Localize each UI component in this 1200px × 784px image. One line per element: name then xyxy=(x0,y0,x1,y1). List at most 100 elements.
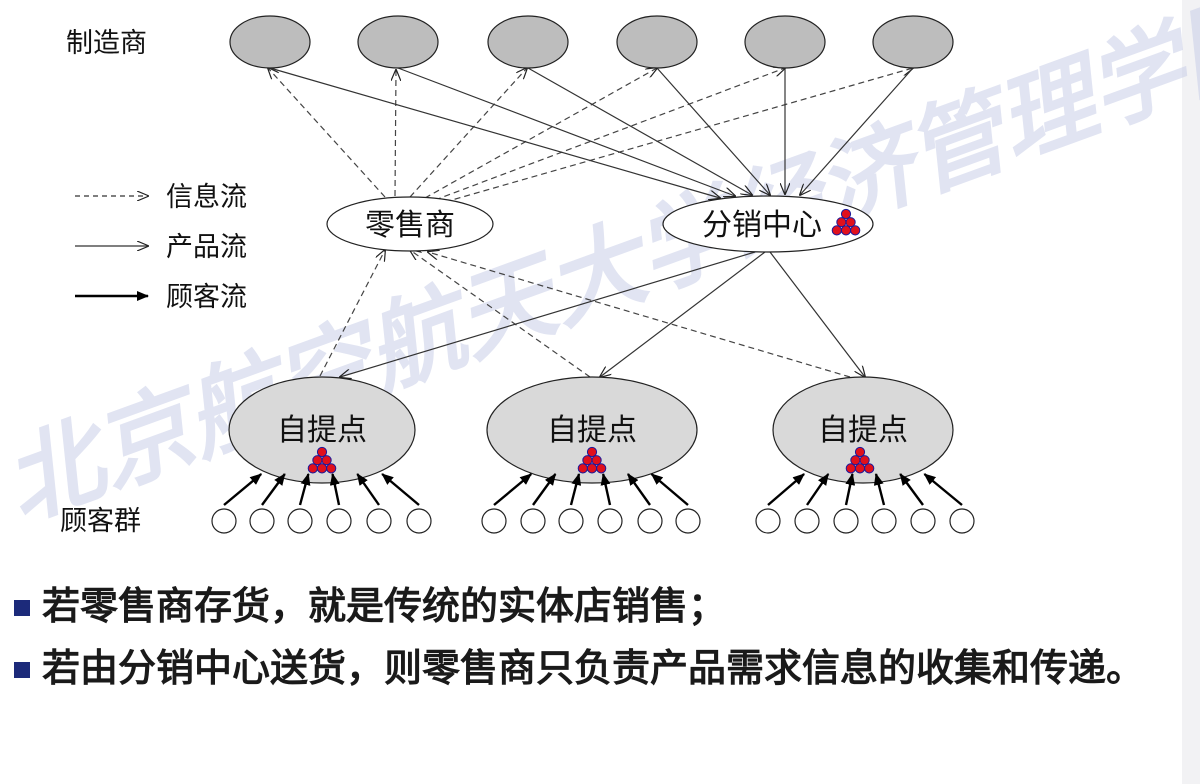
product-arrow-m3-dc xyxy=(527,67,752,195)
customer-flow-arrow xyxy=(298,473,311,506)
info-arrow-retailer-m3 xyxy=(409,68,527,198)
stack-ball xyxy=(582,455,593,466)
pickup-point-ellipse xyxy=(486,376,698,484)
customer-flow-arrow xyxy=(626,473,651,506)
customer-flow-arrow xyxy=(261,473,286,506)
legend: 信息流 产品流 顾客流 xyxy=(75,182,247,313)
customer-flow-arrow xyxy=(532,473,557,506)
stack-ball xyxy=(831,225,842,236)
customer-circle xyxy=(871,508,897,534)
customer-group-row-label: 顾客群 xyxy=(60,506,141,537)
manufacturer-node-4 xyxy=(616,15,698,69)
stack-ball xyxy=(596,463,607,474)
bullet-item: 若由分销中心送货，则零售商只负责产品需求信息的收集和传递。 xyxy=(14,640,1182,696)
inventory-stack-icon xyxy=(307,446,337,474)
manufacturer-row-label: 制造商 xyxy=(66,28,147,59)
info-arrow-p3-retailer xyxy=(428,252,851,378)
customer-flow-arrow xyxy=(806,473,830,506)
stack-ball xyxy=(845,463,856,474)
bullet-text: 若零售商存货，就是传统的实体店销售； xyxy=(42,583,727,628)
stack-ball xyxy=(854,446,866,458)
customer-circle xyxy=(326,508,352,534)
distribution-center-ellipse xyxy=(662,195,874,253)
legend-customer-flow-label: 顾客流 xyxy=(166,282,247,313)
inventory-stack-icon xyxy=(831,208,861,236)
info-arrow-p1-retailer xyxy=(319,250,385,377)
customer-circle xyxy=(794,508,820,534)
stack-ball xyxy=(864,463,875,474)
stack-ball xyxy=(854,463,866,474)
window-edge-strip xyxy=(1182,0,1200,784)
product-arrow-m4-dc xyxy=(656,67,770,195)
pickup-point-ellipse xyxy=(772,376,954,484)
product-arrow-m1-dc xyxy=(269,67,720,198)
customer-flow-arrows xyxy=(223,473,963,506)
customer-circle xyxy=(597,508,623,534)
retailer-ellipse xyxy=(326,196,494,252)
customer-flow-arrow xyxy=(381,473,420,506)
customer-circle xyxy=(910,508,936,534)
customer-circle xyxy=(675,508,701,534)
legend-product-flow-label: 产品流 xyxy=(166,232,247,263)
stack-ball xyxy=(326,463,337,474)
customer-circle xyxy=(520,508,546,534)
customer-flow-arrow xyxy=(356,473,380,506)
customer-flow-arrow xyxy=(873,473,886,506)
legend-info-flow-label: 信息流 xyxy=(166,182,247,213)
info-arrow-p2-retailer xyxy=(410,250,591,378)
manufacturers xyxy=(229,15,954,69)
customer-circle xyxy=(558,508,584,534)
stack-ball xyxy=(845,217,856,228)
stack-ball xyxy=(577,463,588,474)
bullet-square-icon xyxy=(14,662,30,678)
retailer-label: 零售商 xyxy=(365,208,455,243)
customer-flow-arrow xyxy=(329,473,341,506)
product-arrow-m2-dc xyxy=(397,67,735,196)
stack-ball xyxy=(591,455,602,466)
info-arrow-retailer-m1 xyxy=(268,68,386,198)
distribution-center-node: 分销中心 xyxy=(662,195,874,253)
info-arrow-retailer-m2 xyxy=(395,70,396,197)
pickup-point-1: 自提点 xyxy=(228,376,416,484)
info-arrow-retailer-m5 xyxy=(434,68,785,201)
pickup-point-2: 自提点 xyxy=(486,376,698,484)
bullet-square-icon xyxy=(14,600,30,616)
pickup-point-label: 自提点 xyxy=(818,413,908,448)
customer-flow-arrow xyxy=(493,473,533,506)
product-arrow-dc-p1 xyxy=(340,251,756,377)
customer-circle xyxy=(481,508,507,534)
stack-ball xyxy=(840,208,852,220)
bullet-text: 若由分销中心送货，则零售商只负责产品需求信息的收集和传递。 xyxy=(42,645,1145,690)
distribution-center-label: 分销中心 xyxy=(702,208,822,243)
customer-flow-arrow xyxy=(569,473,582,506)
customer-circle xyxy=(833,508,859,534)
pickup-point-label: 自提点 xyxy=(547,413,637,448)
info-arrow-retailer-m6 xyxy=(444,68,913,203)
stack-ball xyxy=(586,463,598,474)
product-arrow-m6-dc xyxy=(800,67,914,195)
manufacturer-node-1 xyxy=(229,15,311,69)
info-arrow-retailer-m4 xyxy=(424,68,657,199)
stack-ball xyxy=(312,455,323,466)
inventory-stack-icon xyxy=(577,446,607,474)
customer-circle xyxy=(366,508,392,534)
customer-flow-arrow xyxy=(844,473,856,506)
customer-circle xyxy=(406,508,432,534)
pickup-point-ellipse xyxy=(228,376,416,484)
pickup-point-label: 自提点 xyxy=(277,413,367,448)
stack-ball xyxy=(316,446,328,458)
customer-flow-arrow xyxy=(650,473,689,506)
customer-group xyxy=(211,508,975,534)
customer-flow-arrow xyxy=(899,473,924,506)
customer-flow-arrow xyxy=(923,473,963,506)
stack-ball xyxy=(850,455,861,466)
info-flow-arrows xyxy=(268,68,913,378)
product-arrow-dc-p3 xyxy=(769,251,865,377)
stack-ball xyxy=(316,463,328,474)
customer-flow-arrow xyxy=(767,473,805,506)
pickup-point-3: 自提点 xyxy=(772,376,954,484)
customer-circle xyxy=(637,508,663,534)
stack-ball xyxy=(586,446,598,458)
retailer-node: 零售商 xyxy=(326,196,494,252)
stack-ball xyxy=(307,463,318,474)
